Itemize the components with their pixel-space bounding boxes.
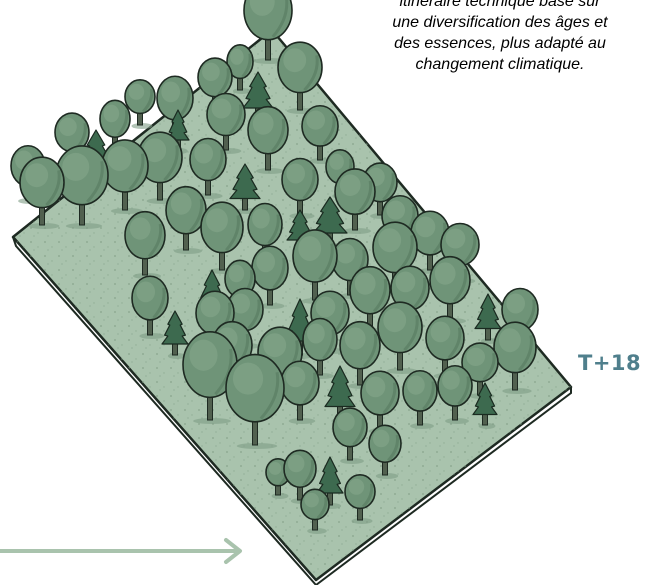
conifer-tree xyxy=(474,293,502,344)
arrow-right-icon xyxy=(0,538,242,564)
time-label: T+18 xyxy=(578,351,642,375)
conifer-tree xyxy=(229,163,261,214)
deciduous-tree xyxy=(368,424,402,479)
deciduous-tree xyxy=(189,137,227,199)
deciduous-tree xyxy=(437,364,473,424)
deciduous-tree xyxy=(124,79,156,129)
deciduous-tree xyxy=(200,201,244,274)
caption-line: itinéraire technique basé sur xyxy=(399,0,601,10)
deciduous-tree xyxy=(225,353,285,449)
deciduous-tree xyxy=(182,331,238,424)
caption-line: changement climatique. xyxy=(415,56,585,73)
deciduous-tree xyxy=(300,488,330,534)
deciduous-tree xyxy=(377,301,423,374)
deciduous-tree xyxy=(332,407,368,464)
deciduous-tree xyxy=(334,168,376,234)
trees xyxy=(10,0,539,534)
deciduous-tree xyxy=(292,229,338,304)
deciduous-tree xyxy=(302,317,338,379)
deciduous-tree xyxy=(493,321,537,394)
conifer-tree xyxy=(316,456,344,509)
deciduous-tree xyxy=(165,185,207,254)
deciduous-tree xyxy=(251,245,289,309)
deciduous-tree xyxy=(131,275,169,339)
deciduous-tree xyxy=(124,210,166,279)
caption-text: itinéraire technique basé sur une divers… xyxy=(350,0,650,75)
conifer-tree xyxy=(161,310,189,359)
deciduous-tree xyxy=(19,156,65,229)
caption-line: des essences, plus adapté au xyxy=(394,35,606,52)
deciduous-tree xyxy=(402,369,438,429)
deciduous-tree xyxy=(55,145,109,229)
deciduous-tree xyxy=(301,104,339,164)
deciduous-tree xyxy=(247,105,289,174)
deciduous-tree xyxy=(206,92,246,154)
conifer-tree xyxy=(472,382,498,429)
deciduous-tree xyxy=(283,449,317,504)
deciduous-tree xyxy=(226,43,254,94)
deciduous-tree xyxy=(137,131,183,204)
caption-line: une diversification des âges et xyxy=(392,14,608,31)
deciduous-tree xyxy=(280,360,320,424)
deciduous-tree xyxy=(344,474,376,524)
deciduous-tree xyxy=(156,75,194,139)
